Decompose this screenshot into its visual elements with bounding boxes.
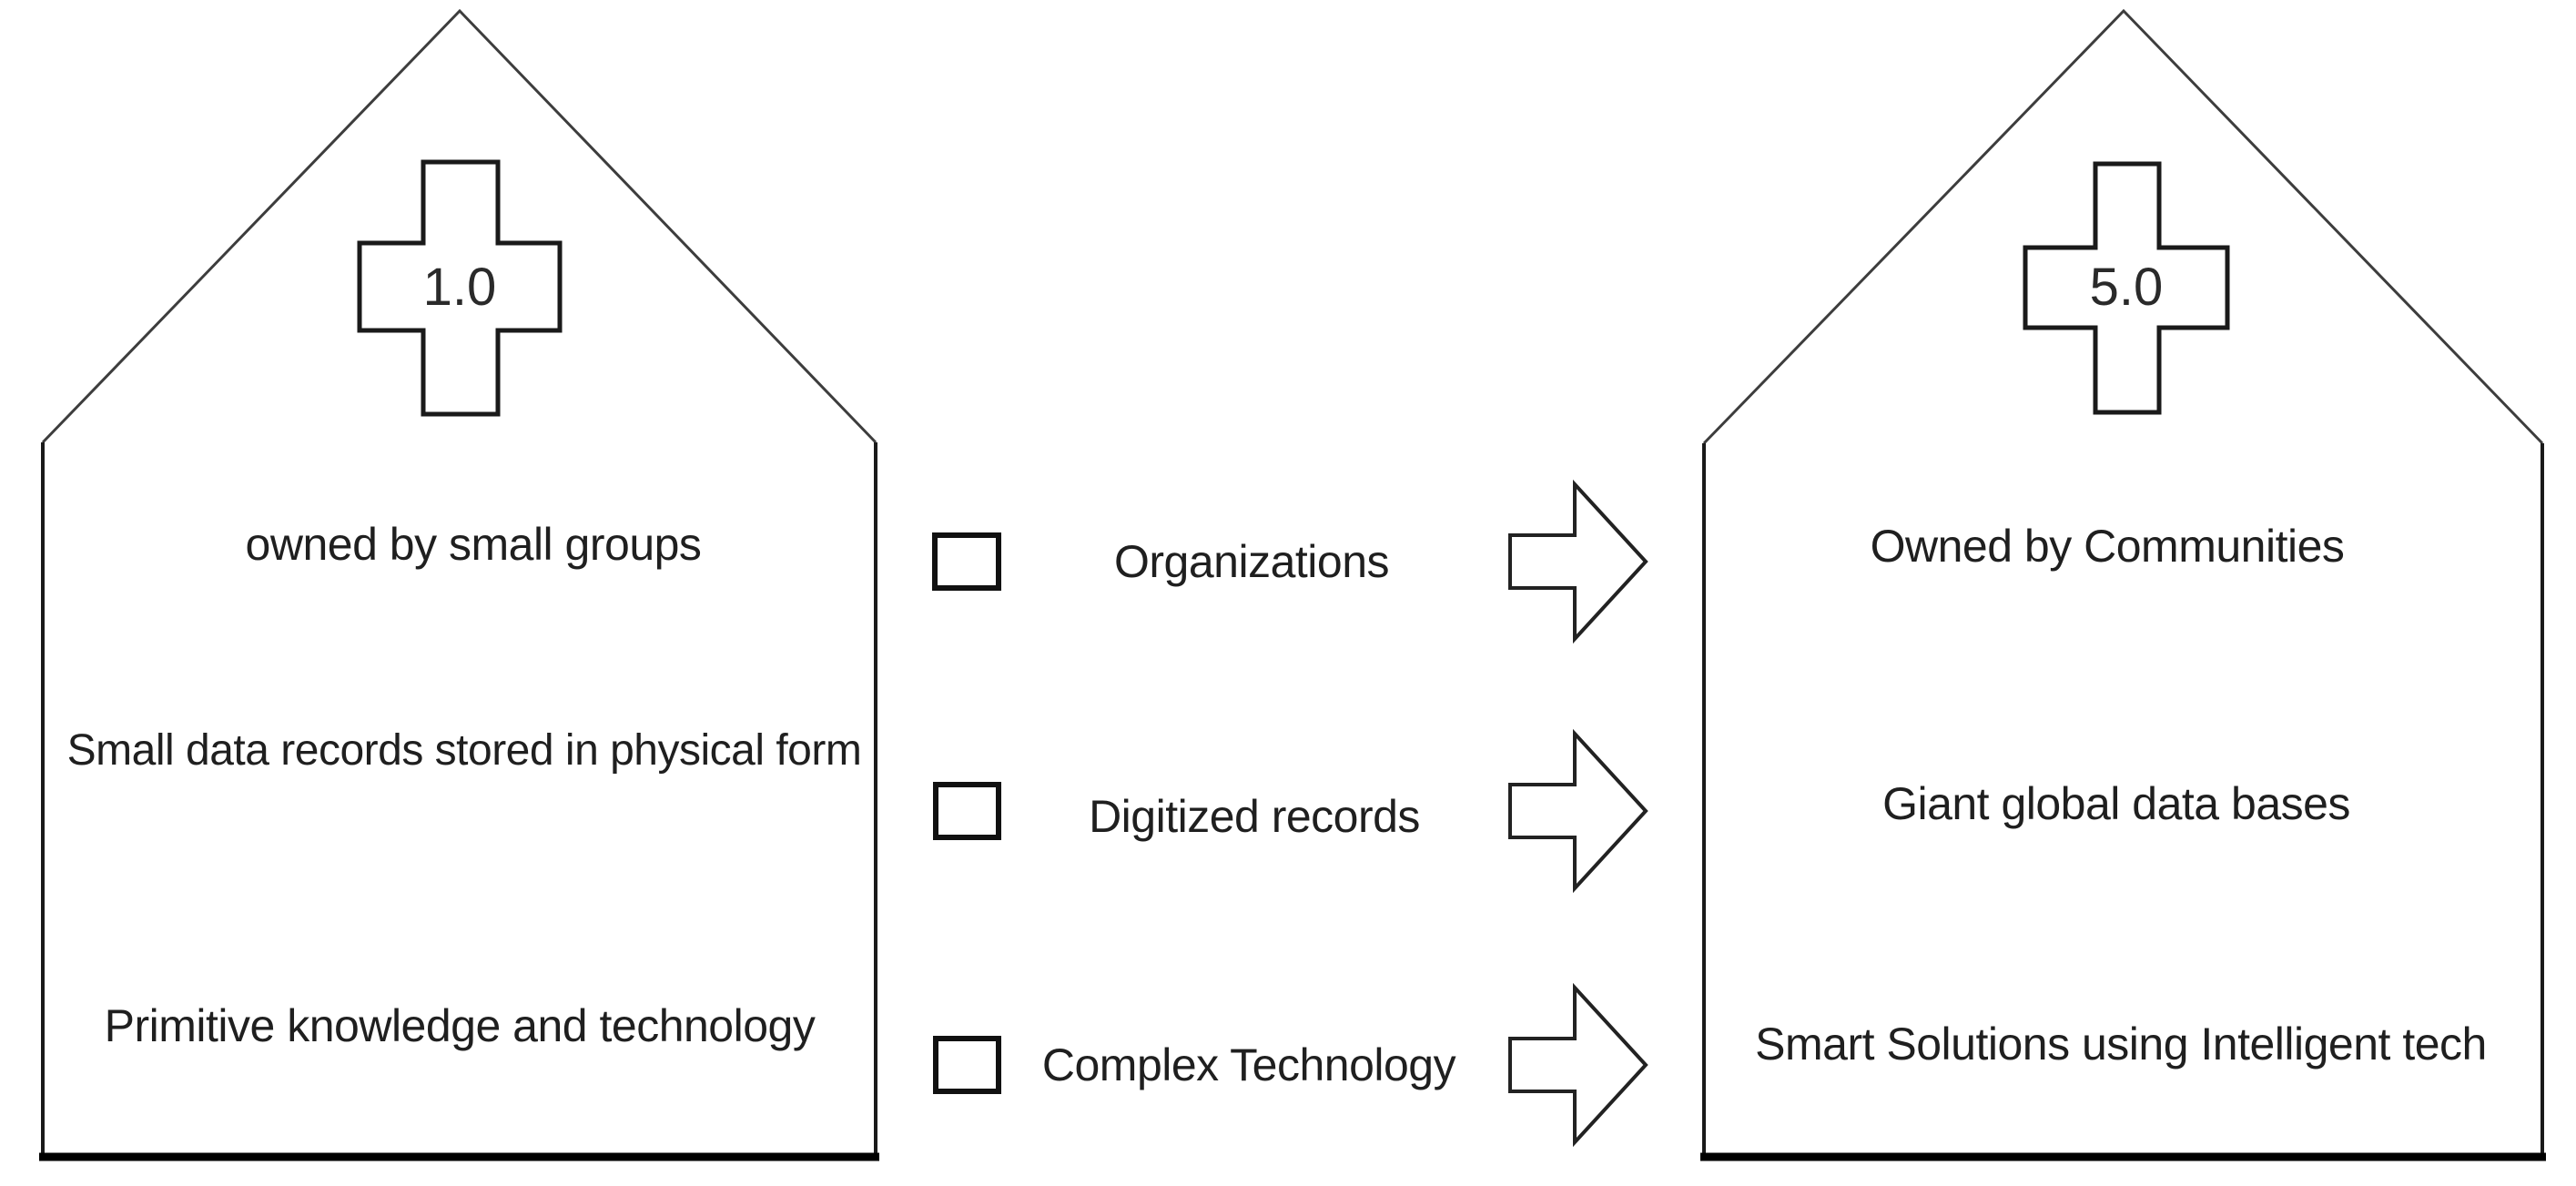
version-label-right: 5.0 (2089, 258, 2164, 317)
plus-cross-icon-left (357, 159, 563, 417)
block-arrow-right-icon-row3 (1508, 982, 1648, 1148)
left-house-row-3: Primitive knowledge and technology (104, 1000, 816, 1051)
middle-row-2: Digitized records (1089, 791, 1420, 842)
middle-row-3: Complex Technology (1041, 1039, 1456, 1090)
left-house-roof (41, 8, 877, 444)
block-arrow-right-icon-row2 (1508, 728, 1648, 894)
right-house-outline (1700, 8, 2546, 1161)
right-house-row-1: Owned by Communities (1870, 521, 2345, 572)
checkbox-icon-row2 (933, 782, 1001, 840)
checkbox-icon-row3 (933, 1036, 1001, 1094)
block-arrow-right-icon-row1 (1508, 479, 1648, 644)
middle-row-1: Organizations (1114, 536, 1390, 587)
plus-cross-icon-right (2023, 161, 2230, 415)
left-house-row-1: owned by small groups (245, 519, 702, 570)
version-label-left: 1.0 (422, 258, 497, 317)
left-house-row-2: Small data records stored in physical fo… (66, 726, 862, 775)
right-house-roof (1702, 8, 2544, 445)
right-house-row-3: Smart Solutions using Intelligent tech (1755, 1019, 2487, 1069)
left-house-outline (39, 8, 879, 1161)
checkbox-icon-row1 (932, 532, 1001, 591)
right-house-row-2: Giant global data bases (1882, 778, 2350, 829)
